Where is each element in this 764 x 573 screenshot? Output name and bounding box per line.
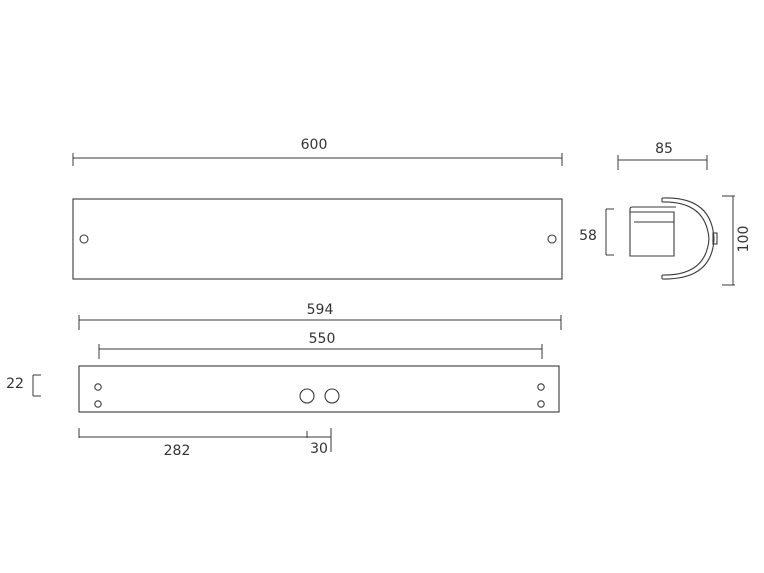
dim-label-body-height: 58 xyxy=(579,228,597,244)
dim-label-mount-height: 22 xyxy=(6,376,24,392)
mounting-plate xyxy=(78,365,560,413)
dim-mount-height: 22 xyxy=(6,374,41,397)
dim-mount-length: 594 xyxy=(78,302,562,330)
dim-total-length: 600 xyxy=(72,137,563,166)
plate-hole-right-top xyxy=(537,383,545,391)
plate-center-hole-right xyxy=(324,388,340,404)
front-view-panel xyxy=(72,198,563,280)
dim-label-center-spacing: 30 xyxy=(310,441,328,457)
dim-label-hole-spacing: 550 xyxy=(309,331,336,347)
dim-height: 100 xyxy=(722,195,752,286)
plate-hole-right-bottom xyxy=(537,400,545,408)
dim-label-mount-length: 594 xyxy=(307,302,334,318)
dim-label-height: 100 xyxy=(736,226,752,253)
dim-label-total-length: 600 xyxy=(301,137,328,153)
mounting-hole-left xyxy=(79,234,89,244)
dim-body-height: 58 xyxy=(579,208,614,256)
plate-center-hole-left xyxy=(299,388,315,404)
dim-depth: 85 xyxy=(617,141,708,170)
side-view-profile xyxy=(629,197,718,280)
dim-hole-spacing: 550 xyxy=(98,331,543,359)
plate-hole-left-top xyxy=(94,383,102,391)
dim-label-depth: 85 xyxy=(655,141,673,157)
dim-label-center-offset: 282 xyxy=(164,443,191,459)
dim-center-offset: 282 30 xyxy=(78,428,332,459)
plate-hole-left-bottom xyxy=(94,400,102,408)
mounting-hole-right xyxy=(547,234,557,244)
